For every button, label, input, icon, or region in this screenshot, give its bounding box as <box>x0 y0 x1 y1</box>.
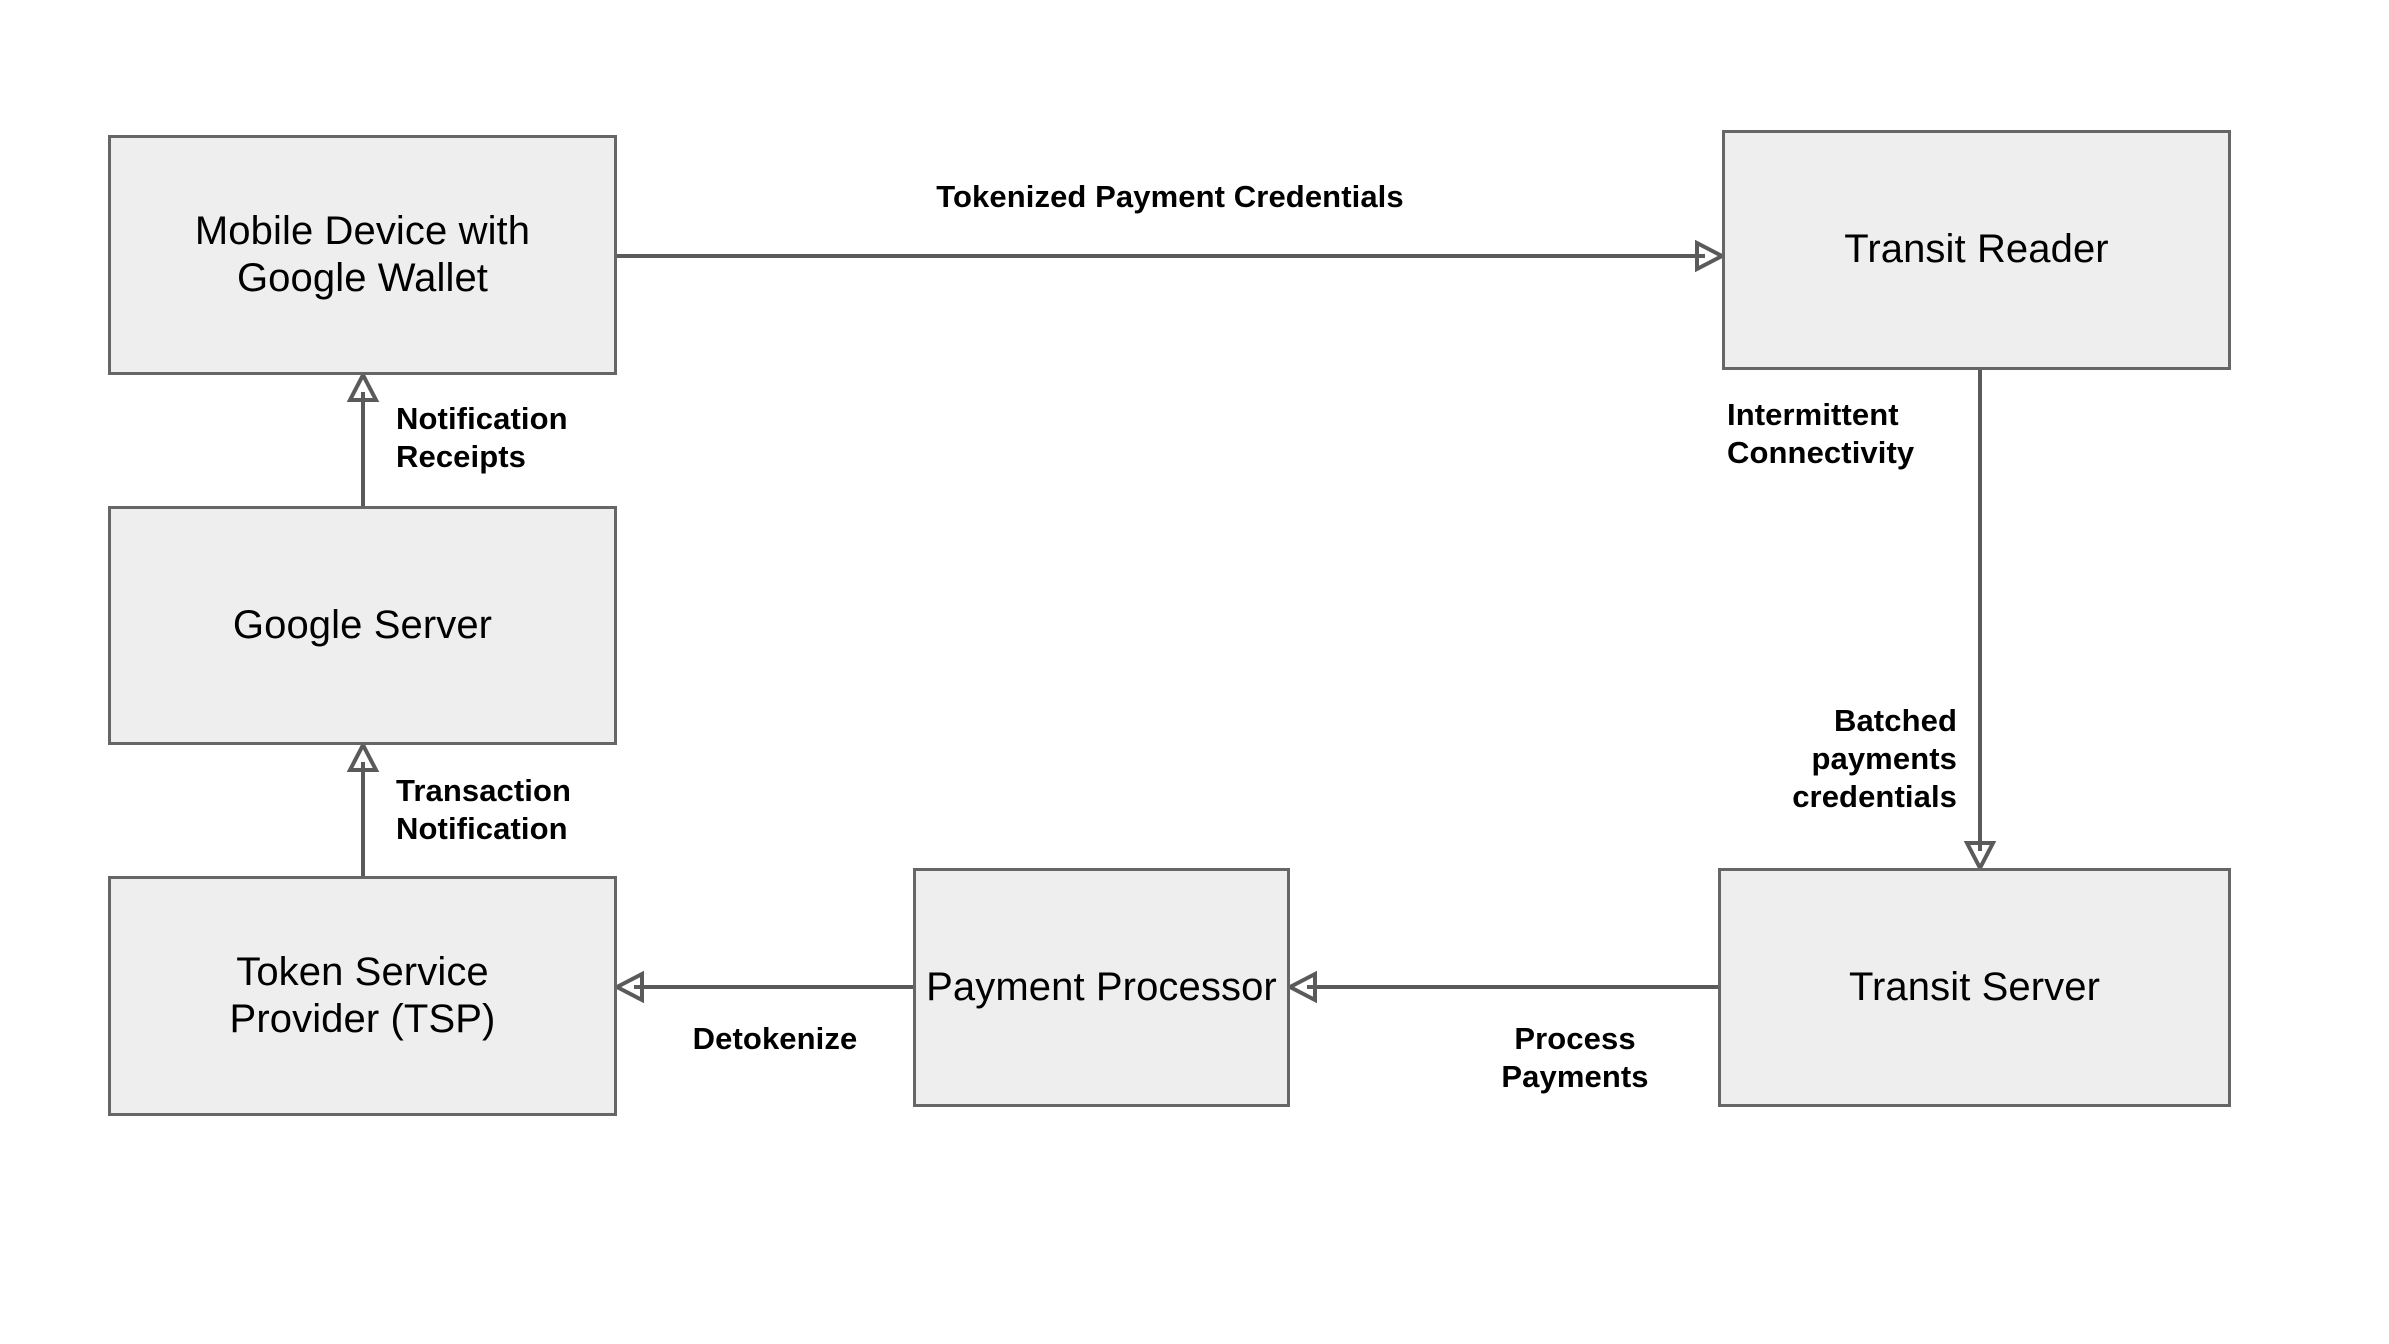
node-mobile-device[interactable]: Mobile Device with Google Wallet <box>108 135 617 375</box>
edge-label-notification-receipts: Notification Receipts <box>396 401 568 474</box>
node-transit-reader-label: Transit Reader <box>1844 227 2109 272</box>
edge-label-batched-payments-credentials: Batched payments credentials <box>1792 703 1957 814</box>
node-token-service-provider[interactable]: Token Service Provider (TSP) <box>108 876 617 1116</box>
node-payment-processor[interactable]: Payment Processor <box>913 868 1290 1107</box>
node-transit-reader[interactable]: Transit Reader <box>1722 130 2231 370</box>
node-google-server-label: Google Server <box>232 602 493 647</box>
edge-label-intermittent-connectivity: Intermittent Connectivity <box>1727 397 1915 470</box>
node-payment-processor-label: Payment Processor <box>926 964 1277 1009</box>
edge-label-process-payments: Process Payments <box>1501 1021 1649 1094</box>
edge-tokenized-payment-credentials <box>617 239 1727 273</box>
edge-notification-receipts <box>346 370 380 506</box>
edge-process-payments <box>1285 970 1718 1004</box>
edge-transaction-notification <box>346 740 380 876</box>
edge-label-tokenized-payment-credentials: Tokenized Payment Credentials <box>936 179 1404 214</box>
edge-label-transaction-notification: Transaction Notification <box>396 773 572 846</box>
node-transit-server-label: Transit Server <box>1848 964 2101 1009</box>
node-token-service-provider-label: Token Service Provider (TSP) <box>229 949 496 1041</box>
edge-label-detokenize: Detokenize <box>692 1021 858 1056</box>
node-google-server[interactable]: Google Server <box>108 506 617 745</box>
node-mobile-device-label: Mobile Device with Google Wallet <box>194 208 531 300</box>
edge-detokenize <box>612 970 913 1004</box>
node-transit-server[interactable]: Transit Server <box>1718 868 2231 1107</box>
